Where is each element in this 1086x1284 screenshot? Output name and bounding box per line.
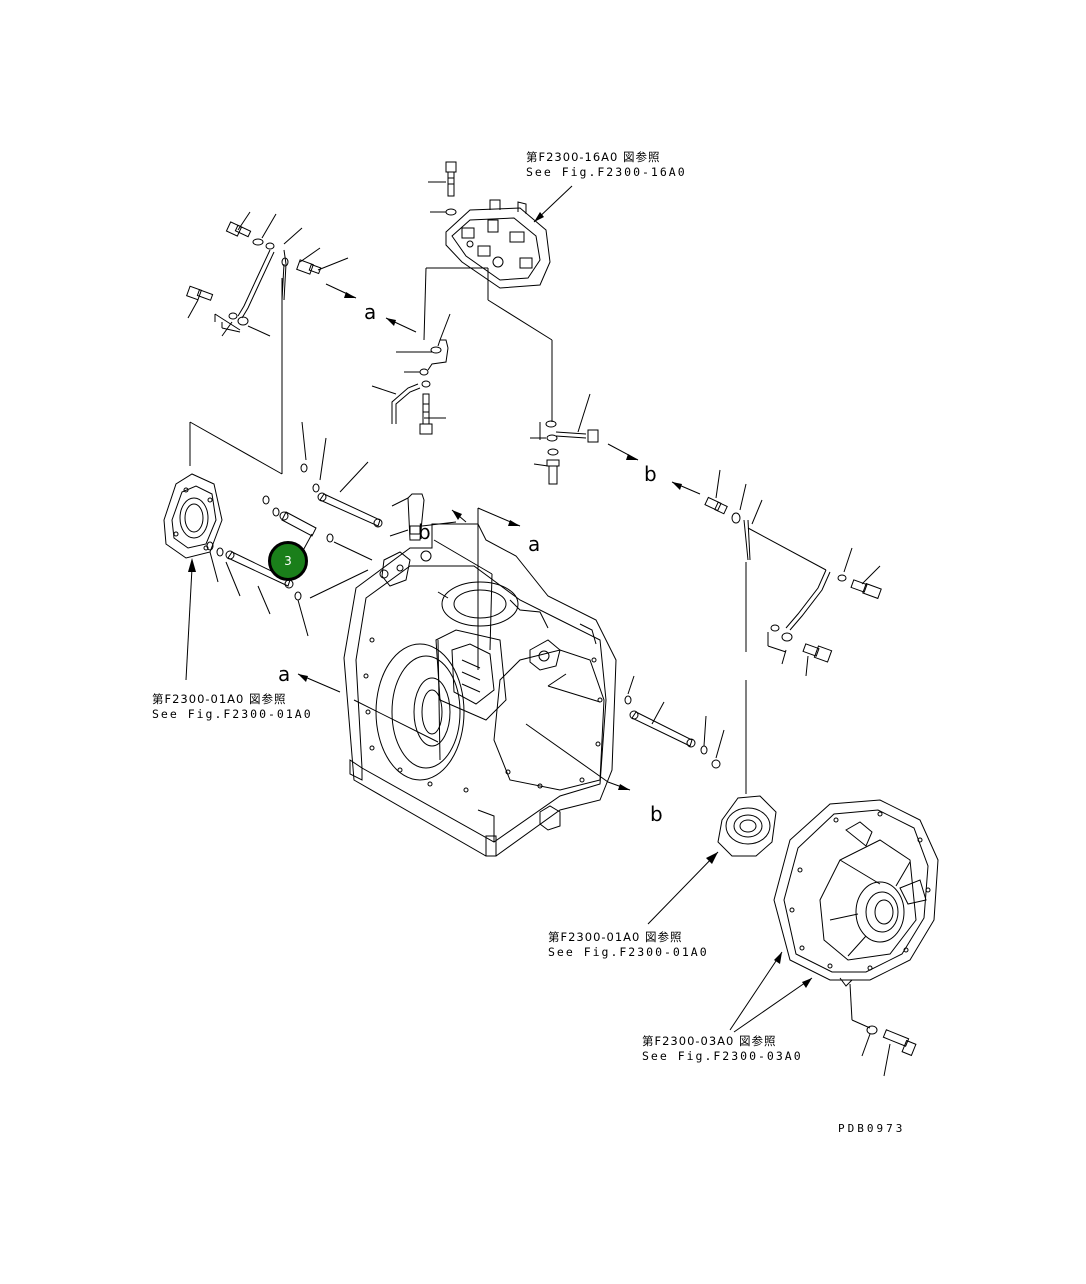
marker-a-top: a (364, 300, 377, 324)
reference-f2300-01a0-right-jp: 第F2300-01A0 図参照 (548, 930, 683, 944)
control-valve-assembly (445, 199, 551, 289)
marker-a-left: a (278, 662, 291, 686)
small-pipe-center (391, 267, 553, 435)
reference-f2300-01a0-left-en: See Fig.F2300-01A0 (152, 707, 313, 721)
reference-f2300-03a0: 第F2300-03A0 図参照 See Fig.F2300-03A0 (642, 1034, 803, 1064)
right-seal-cover (717, 795, 777, 857)
reference-f2300-01a0-left: 第F2300-01A0 図参照 See Fig.F2300-01A0 (152, 692, 313, 722)
reference-f2300-16a0-jp: 第F2300-16A0 図参照 (526, 150, 661, 164)
marker-b-center: b (418, 520, 431, 544)
reference-f2300-01a0-right: 第F2300-01A0 図参照 See Fig.F2300-01A0 (548, 930, 709, 960)
reference-f2300-16a0: 第F2300-16A0 図参照 See Fig.F2300-16A0 (526, 150, 687, 180)
reference-f2300-01a0-right-en: See Fig.F2300-01A0 (548, 945, 709, 959)
pipe-fittings-right (704, 496, 882, 663)
valve-bolt (445, 161, 457, 216)
reference-f2300-16a0-en: See Fig.F2300-16A0 (526, 165, 687, 179)
marker-b-right: b (644, 462, 657, 486)
reference-f2300-01a0-left-jp: 第F2300-01A0 図参照 (152, 692, 287, 706)
callout-badge-number: 3 (284, 554, 292, 568)
marker-a-center: a (528, 532, 541, 556)
reference-f2300-03a0-jp: 第F2300-03A0 図参照 (642, 1034, 777, 1048)
pipe-fittings-left (186, 221, 322, 331)
reference-f2300-03a0-en: See Fig.F2300-03A0 (642, 1049, 803, 1063)
transmission-case (343, 523, 617, 857)
callout-badge-3[interactable]: 3 (268, 541, 308, 581)
drawing-code: PDB0973 (838, 1122, 906, 1135)
right-pipe-fitting (539, 420, 599, 485)
marker-b-bottom: b (650, 802, 663, 826)
left-cover-plate (163, 473, 223, 559)
torque-converter-housing (773, 799, 939, 987)
